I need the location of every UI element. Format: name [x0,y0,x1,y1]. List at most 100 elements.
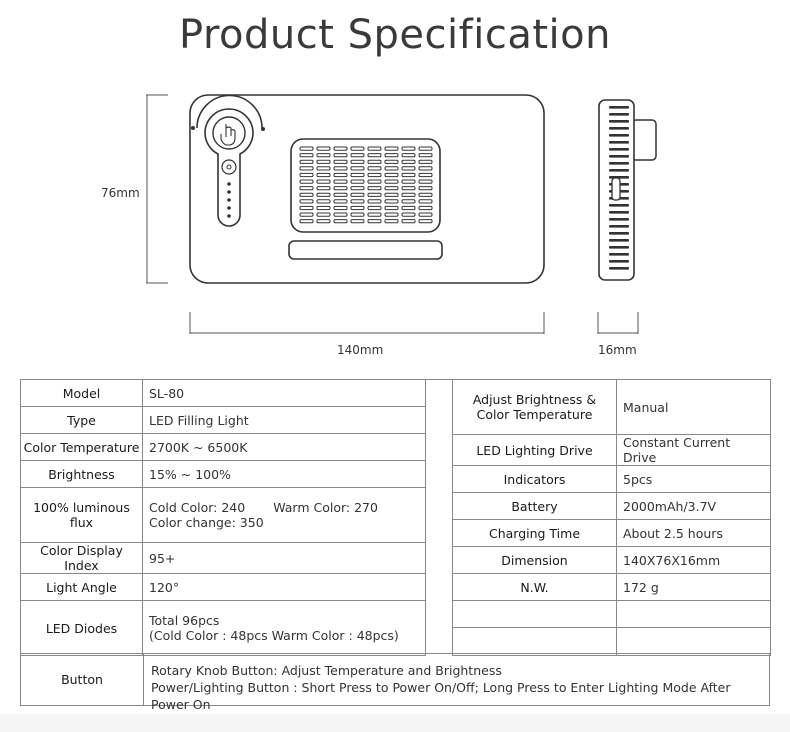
led-diode [384,199,399,204]
led-diode [384,186,399,191]
vent-slot [609,169,629,172]
led-diode [418,153,433,158]
table-row: Brightness 15% ~ 100% [20,460,426,488]
spec-value: Constant Current Drive [616,434,771,466]
led-diode [367,199,382,204]
led-diode [401,172,416,178]
led-diode [333,146,348,151]
vent-slot [609,141,629,144]
led-diode [418,186,433,191]
vent-slot [609,267,629,270]
spec-value: LED Filling Light [142,406,426,434]
rotary-knob-arc [196,94,263,129]
vent-slot [609,162,629,165]
led-diode [333,166,348,171]
table-divider [425,379,452,654]
spec-value: SL-80 [142,379,426,407]
led-diode [384,166,399,171]
led-diode [299,219,314,224]
footer-band [0,714,790,732]
spec-key: N.W. [452,573,617,601]
table-row: Color Display Index 95+ [20,542,426,574]
led-diode [333,172,348,178]
led-diode [418,166,433,171]
hand-press-icon [220,124,236,146]
led-diode [333,153,348,158]
led-diode [299,166,314,171]
led-diode [384,153,399,158]
spec-value-part: Warm Color: 270 [273,500,378,515]
led-diode [401,146,416,151]
spec-value: Manual [616,379,771,435]
depth-dimension-line [597,312,639,334]
led-diode [333,186,348,191]
led-diode-grid [299,146,433,224]
led-diode [367,153,382,158]
table-row: Battery 2000mAh/3.7V [452,492,771,520]
vent-slot [609,148,629,151]
led-diode [401,192,416,197]
spec-value: Total 96pcs (Cold Color : 48pcs Warm Col… [142,600,426,656]
spec-value-part: Color change: 350 [149,515,264,530]
led-diode [316,146,331,151]
spec-value: 95+ [142,542,426,574]
spec-key-part: Color Temperature [476,407,593,422]
led-diode [316,172,331,178]
led-diode [401,199,416,204]
spec-key: Button [21,654,144,705]
led-diode [401,205,416,211]
led-diode [316,205,331,211]
led-diode [367,159,382,164]
spec-value: 172 g [616,573,771,601]
table-row: N.W. 172 g [452,573,771,601]
led-diode [316,199,331,204]
led-diode [418,146,433,151]
led-diode [367,219,382,224]
led-diode [299,212,314,217]
spec-key: LED Lighting Drive [452,434,617,466]
spec-key: 100% luminous flux [20,487,143,543]
vent-slot [609,253,629,256]
led-diode [350,153,365,158]
led-diode [350,212,365,217]
led-diode [333,205,348,211]
depth-label: 16mm [598,343,637,357]
led-diode [367,212,382,217]
led-diode [384,219,399,224]
table-row: Adjust Brightness & Color Temperature Ma… [452,379,771,435]
spec-table-left: Model SL-80 Type LED Filling Light Color… [20,379,426,656]
led-diode [367,192,382,197]
vent-slot [609,134,629,137]
led-diode [350,179,365,184]
table-row: Type LED Filling Light [20,406,426,434]
height-dimension-line [146,94,168,284]
spec-key: LED Diodes [20,600,143,656]
power-button-shape [221,159,237,175]
vent-slot [609,260,629,263]
spec-value: 5pcs [616,465,771,493]
led-diode [299,146,314,151]
led-diode [316,153,331,158]
spec-value-line: Power/Lighting Button : Short Press to P… [151,680,731,712]
led-diode [350,199,365,204]
button-spec-row: Button Rotary Knob Button: Adjust Temper… [20,653,770,712]
led-diode [316,212,331,217]
vent-slot [609,106,629,109]
led-diode [418,205,433,211]
led-diode [299,186,314,191]
led-diode [299,205,314,211]
spec-value: 2700K ~ 6500K [142,433,426,461]
led-diode [418,219,433,224]
page-title: Product Specification [179,12,611,58]
table-row-empty [452,627,771,656]
led-diode [333,219,348,224]
spec-value-part: (Cold Color : 48pcs Warm Color : 48pcs) [149,628,399,643]
spec-key: Battery [452,492,617,520]
led-diode [350,205,365,211]
led-diode [418,199,433,204]
led-diode [418,192,433,197]
table-row: 100% luminous flux Cold Color: 240 Warm … [20,487,426,543]
spec-value: Cold Color: 240 Warm Color: 270 Color ch… [142,487,426,543]
vent-slot [609,120,629,123]
product-drawing [146,94,657,334]
